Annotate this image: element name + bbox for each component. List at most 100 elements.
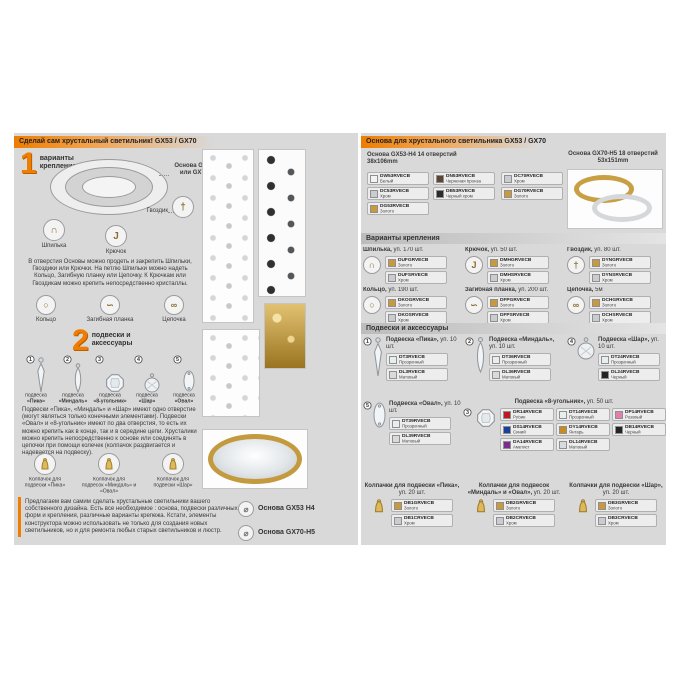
pin-icon: ∩ xyxy=(43,219,65,241)
product-color-name: Прозрачный xyxy=(399,360,424,366)
mount-products: DKOGRVECB Золото DKOSRVECB Хром xyxy=(385,296,447,324)
cap-cell-pika: Колпачки для подвески «Пика», уп. 20 шт.… xyxy=(363,483,461,528)
product-badge: DP14RVECB Розовый xyxy=(611,408,666,422)
color-swatch xyxy=(392,419,400,428)
diameter-icon: ⌀ xyxy=(238,501,254,517)
base53-size: 38x106mm xyxy=(367,159,398,166)
color-swatch xyxy=(592,273,600,282)
color-swatch xyxy=(492,355,500,364)
base70-products-col: DC70RVECB Хром DG70RVECB Золото xyxy=(501,172,563,200)
product-color-name: Черный хром xyxy=(446,194,473,199)
pendants-section-header: Подвески и аксессуары xyxy=(361,323,666,334)
product-code: DP14RVECB xyxy=(624,409,654,415)
pendant-cell-almond: 2 Подвеска «Миндаль», уп. 10 шт. DT36RVE… xyxy=(465,337,563,382)
mount-qty: уп. 50 шт. xyxy=(490,247,518,253)
product-code: DFPSRVECB xyxy=(500,312,530,317)
product-catalog-panel: Основа для хрустального светильника GX53… xyxy=(361,133,666,545)
product-code: DT36RVECB xyxy=(502,354,531,360)
pendant-label-line2: «Пика» xyxy=(27,398,45,404)
product-badge: DS14RVECB Синий xyxy=(499,423,554,437)
number-badge: 2 xyxy=(465,337,474,346)
product-code: DB1CRVECB xyxy=(404,515,434,521)
pendant-cell-octagon: Подвеска «8-угольник», уп. 50 шт. 3 DR14… xyxy=(463,399,666,454)
step-1: 1 варианты крепления xyxy=(20,149,86,179)
base70-size: 53x151mm xyxy=(597,158,629,165)
ring-icon: ○ xyxy=(36,295,56,315)
cap-almond-oval-label: Колпачок для подвесок «Миндаль» и «Овал» xyxy=(81,477,137,494)
base53-products-col-a: DW53RVECB Белый DC53RVECB Хром DG53RVECB… xyxy=(367,172,429,215)
pendant-products: DT39RVECB Прозрачный DL39RVECB Матовый xyxy=(389,417,461,446)
color-swatch xyxy=(601,355,609,364)
pendant-label-line2: «8-угольник» xyxy=(93,398,127,404)
product-color-name: Белый xyxy=(380,179,394,184)
product-badge-text: DB14RVECB Черный xyxy=(625,424,663,436)
product-color-name: Хром xyxy=(380,194,391,199)
color-swatch xyxy=(598,516,606,525)
product-badge: DMHSRVECB Хром xyxy=(487,271,549,284)
product-badge: DT39RVECB Прозрачный xyxy=(389,417,451,431)
cap-qty: уп. 20 шт. xyxy=(533,490,561,497)
product-color-name: Золото xyxy=(514,194,529,199)
pendant-products: DT3RVECB Прозрачный DL3RVECB Матовый xyxy=(386,353,461,382)
product-color-name: Матовый xyxy=(402,439,421,445)
nail-icon: † xyxy=(172,196,194,218)
product-code: DL3RVECB xyxy=(399,369,425,375)
product-code: DL24RVECB xyxy=(611,369,640,375)
product-code: DT3RVECB xyxy=(399,354,425,360)
color-swatch xyxy=(496,516,504,525)
product-badge: DYNGRVECB Золото xyxy=(589,256,651,269)
mount-cell-plank: Загибная планка, уп. 200 шт. ∽ DFPGRVECB… xyxy=(465,287,565,324)
color-swatch xyxy=(614,410,623,419)
number-badge-4: 4 xyxy=(134,355,143,364)
cap-products: DB1GRVECB Золото DB1CRVECB Хром xyxy=(391,499,453,528)
color-swatch xyxy=(388,258,396,267)
mount-cell-pin: Шпилька, уп. 170 шт. ∩ DUFGRVECB Золото … xyxy=(363,247,463,284)
base-inner-ring xyxy=(82,176,136,198)
base70-title: Основа GX70-H5 18 отверстий xyxy=(568,151,658,157)
product-badge-text: DB2GRVECB Золото xyxy=(506,500,552,512)
product-color-name: Золото xyxy=(398,263,413,268)
pendant-item-almond: 2 подвеска«Миндаль» xyxy=(55,355,91,407)
number-badge: 4 xyxy=(567,337,576,346)
color-swatch xyxy=(502,425,511,434)
color-swatch xyxy=(490,273,498,282)
product-code: DKOSRVECB xyxy=(398,312,429,317)
cap-name: Колпачки для подвески «Пика», xyxy=(364,483,460,489)
left-header-bar: Сделай сам хрустальный светильник! GX53 … xyxy=(14,136,358,148)
gold-crystal-photo xyxy=(264,303,306,369)
pendant-label-line2: «Миндаль» xyxy=(58,398,88,404)
diameter-icon: ⌀ xyxy=(238,525,254,541)
color-swatch xyxy=(388,298,396,307)
pendant-name: Подвеска «Миндаль», xyxy=(489,337,555,343)
product-badge: DL36RVECB Матовый xyxy=(489,368,551,382)
catalog-sheet: Сделай сам хрустальный светильник! GX53 … xyxy=(14,133,666,545)
round-lamp-photo xyxy=(202,429,308,489)
plank-icon: ∽ xyxy=(100,295,120,315)
cap-item-ball: Колпачок для подвески «Шар» xyxy=(144,453,202,497)
step-1-label: варианты крепления xyxy=(39,155,77,170)
diy-instructions-panel: Сделай сам хрустальный светильник! GX53 … xyxy=(14,133,358,545)
color-swatch xyxy=(592,258,600,267)
product-color-name: Рубин xyxy=(512,415,526,420)
chrome-base-ring xyxy=(592,194,652,222)
pendant-label-line1: подвеска xyxy=(62,393,84,399)
product-badge-text: DB2CRVECB Хром xyxy=(506,515,552,527)
hook-icon: J xyxy=(105,225,127,247)
product-badge-text: DKOGRVECB Золото xyxy=(398,297,444,309)
product-color-name: Хром xyxy=(500,278,511,283)
product-code: DC70RVECB xyxy=(514,173,543,178)
cap-almond-oval-icon xyxy=(98,453,120,475)
product-badge-text: DT24RVECB Прозрачный xyxy=(611,354,657,366)
pendant-qty: уп. 10 шт. xyxy=(598,337,659,351)
product-color-name: Хром xyxy=(602,318,613,323)
product-color-name: Хром xyxy=(500,318,511,323)
base-diagram xyxy=(50,159,168,215)
product-badge: DL3RVECB Матовый xyxy=(386,368,448,382)
oval-pendant-icon xyxy=(183,370,195,392)
cap-pika-icon xyxy=(34,453,56,475)
product-badge: DY14RVECB Янтарь xyxy=(555,423,610,437)
bases-photo xyxy=(567,169,663,229)
pendant-label-line1: подвеска xyxy=(25,393,47,399)
pin-icon: ∩ xyxy=(363,256,381,274)
